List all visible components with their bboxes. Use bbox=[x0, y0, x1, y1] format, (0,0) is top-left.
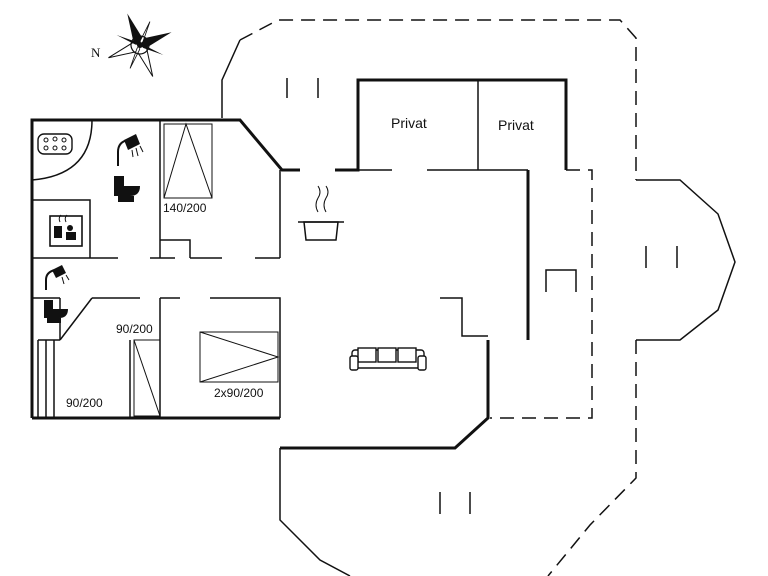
beds bbox=[133, 122, 280, 417]
shower-icon bbox=[45, 265, 70, 290]
toilet-icon bbox=[44, 300, 68, 323]
whirlpool-icon bbox=[37, 133, 73, 155]
bed-label-single-lower: 90/200 bbox=[66, 396, 103, 410]
sofa-icon bbox=[349, 347, 427, 371]
compass-north-label: N bbox=[91, 45, 101, 60]
room-label-privat-2: Privat bbox=[498, 117, 534, 133]
solid-walls bbox=[30, 78, 568, 450]
compass-rose-icon bbox=[108, 13, 172, 77]
sauna-icon bbox=[49, 214, 83, 247]
bed-label-single-upper: 90/200 bbox=[116, 322, 153, 336]
twin-beds-outline bbox=[199, 331, 279, 383]
shower-icon bbox=[117, 134, 144, 166]
stove-pot-icon bbox=[298, 185, 344, 241]
single-bed-outline bbox=[133, 339, 161, 417]
dashed-outline bbox=[239, 19, 637, 576]
toilet-icon bbox=[114, 176, 140, 202]
double-bed-outline bbox=[163, 123, 213, 199]
bed-label-twin: 2x90/200 bbox=[214, 386, 264, 400]
bed-label-double: 140/200 bbox=[163, 201, 207, 215]
room-label-privat-1: Privat bbox=[391, 115, 427, 131]
